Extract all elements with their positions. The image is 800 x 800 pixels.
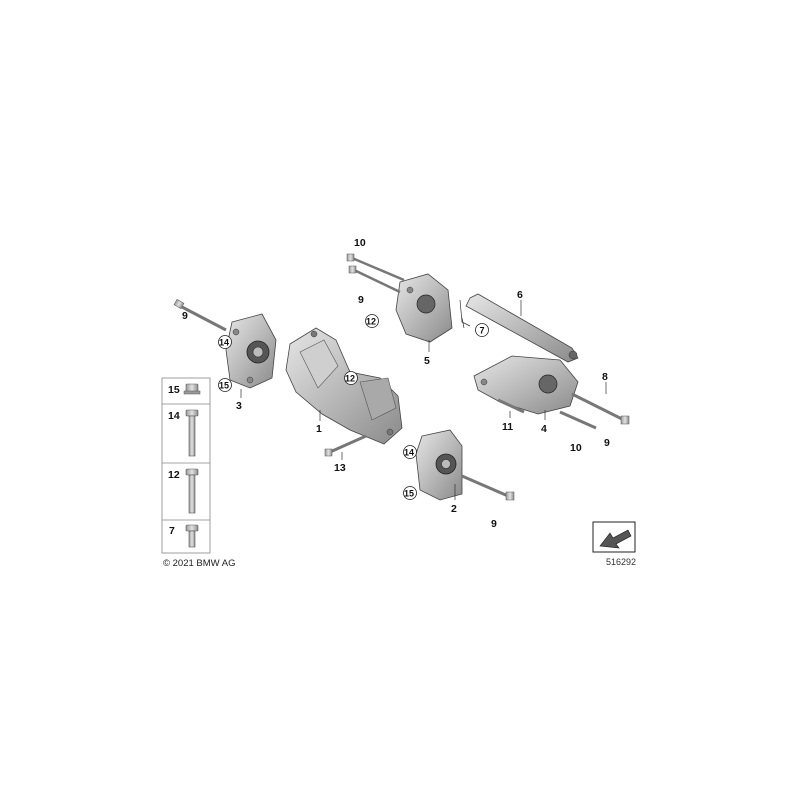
- callout-10-upper: 10: [354, 237, 366, 249]
- callout-3: 3: [236, 400, 242, 412]
- reference-number: 516292: [606, 557, 637, 567]
- callout-15-right: 15: [404, 489, 414, 499]
- medium-bolt-icon: [185, 468, 199, 514]
- engine-mount-right-part-2[interactable]: [415, 429, 463, 501]
- mount-bracket-part-4[interactable]: [473, 355, 579, 415]
- bolt-part-10-right: [559, 410, 597, 430]
- callout-12-center: 12: [345, 374, 355, 384]
- nut-icon: [183, 383, 201, 395]
- bolt-part-9-upper: [348, 265, 401, 294]
- short-bolt-icon: [185, 524, 199, 548]
- bolt-part-10-upper: [346, 253, 405, 282]
- long-bolt-icon: [185, 409, 199, 457]
- callout-10-right: 10: [570, 442, 582, 454]
- torque-strut-part-6[interactable]: [465, 293, 579, 363]
- callout-13: 13: [334, 462, 346, 474]
- callout-7: 7: [480, 326, 485, 336]
- callout-14-right: 14: [404, 448, 414, 458]
- callout-11: 11: [502, 421, 513, 433]
- bolt-part-11: [497, 398, 525, 414]
- callout-6: 6: [517, 289, 523, 301]
- hardware-legend: 15 14 12 7: [161, 377, 211, 554]
- bolt-part-9-left: [173, 299, 227, 332]
- bolt-part-9-lower: [461, 474, 515, 501]
- legend-label-7: 7: [169, 525, 175, 537]
- legend-label-14: 14: [168, 410, 180, 422]
- callout-4: 4: [541, 423, 547, 435]
- callout-8: 8: [602, 371, 608, 383]
- bolt-part-13: [324, 434, 367, 457]
- engine-mount-left-part-3[interactable]: [225, 313, 277, 389]
- callout-12-upper: 12: [366, 317, 376, 327]
- bolt-part-9-right: [571, 392, 630, 425]
- callout-2: 2: [451, 503, 457, 515]
- callout-1: 1: [316, 423, 322, 435]
- callout-9-right: 9: [604, 437, 610, 449]
- legend-label-15: 15: [168, 384, 180, 396]
- support-bracket-part-1[interactable]: [285, 327, 403, 445]
- legend-label-12: 12: [168, 469, 180, 481]
- callout-9-upper: 9: [358, 294, 364, 306]
- transmission-mount-part-5[interactable]: [395, 273, 453, 343]
- copyright-text: © 2021 BMW AG: [163, 558, 236, 569]
- circled-callouts: [218, 314, 489, 500]
- callout-14-left: 14: [219, 338, 229, 348]
- leader-lines: [240, 299, 607, 500]
- callout-5: 5: [424, 355, 430, 367]
- direction-arrow-box: [592, 521, 636, 553]
- callout-15-left: 15: [219, 381, 229, 391]
- callout-9-lower: 9: [491, 518, 497, 530]
- arrow-icon: [599, 529, 632, 549]
- callout-9-left: 9: [182, 310, 188, 322]
